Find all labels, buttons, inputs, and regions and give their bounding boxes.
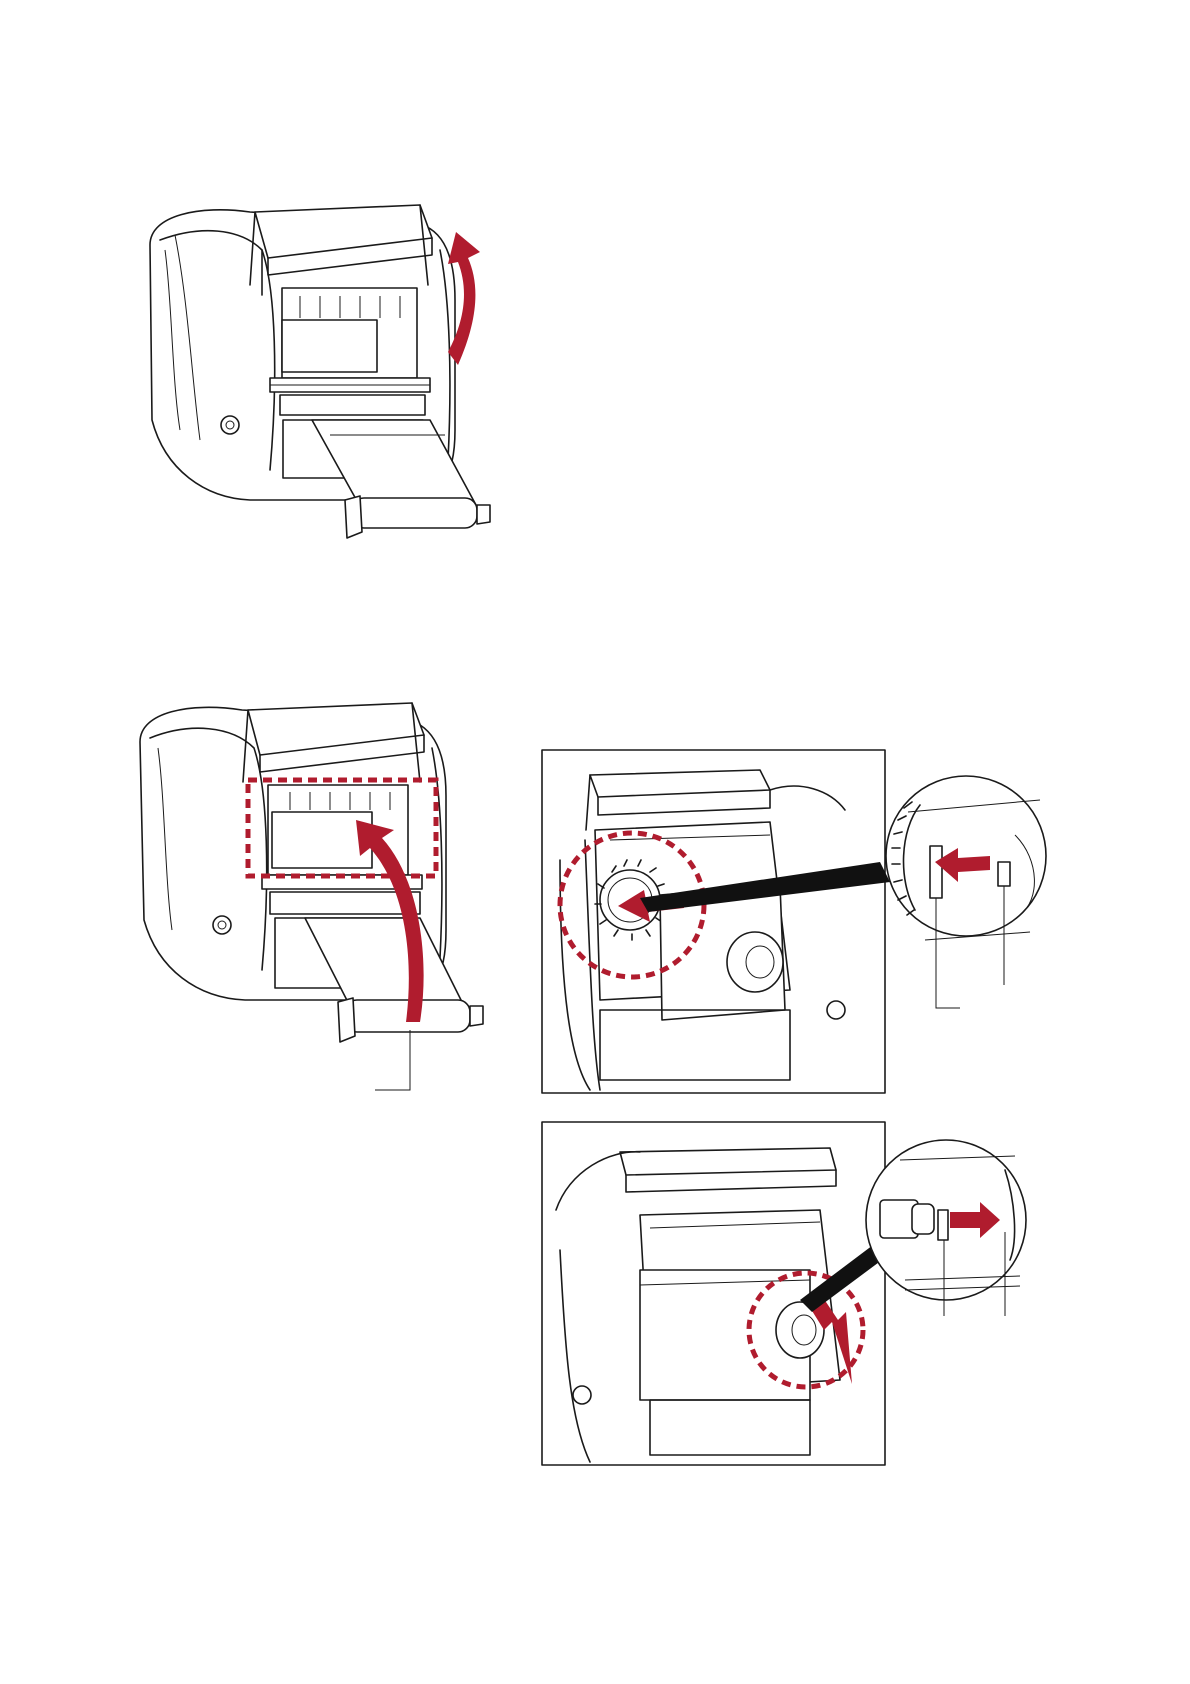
supply-spindle-detail-hub-figure [542, 1122, 898, 1465]
printer-ribbon-path-figure [140, 703, 483, 1090]
magnifier-a [886, 776, 1046, 1008]
side-knob-2-icon [213, 916, 231, 934]
printer-open-cover-figure [150, 205, 490, 538]
side-knob-3-icon [827, 1001, 845, 1019]
callout-leader [375, 1030, 410, 1090]
side-knob-4-icon [573, 1386, 591, 1404]
side-knob-icon [221, 416, 239, 434]
spare-ribbon-roller [352, 498, 477, 528]
magnifier-b [866, 1140, 1026, 1316]
supply-spindle-detail-gear-figure [542, 750, 890, 1093]
ribbon-roll [282, 320, 377, 372]
